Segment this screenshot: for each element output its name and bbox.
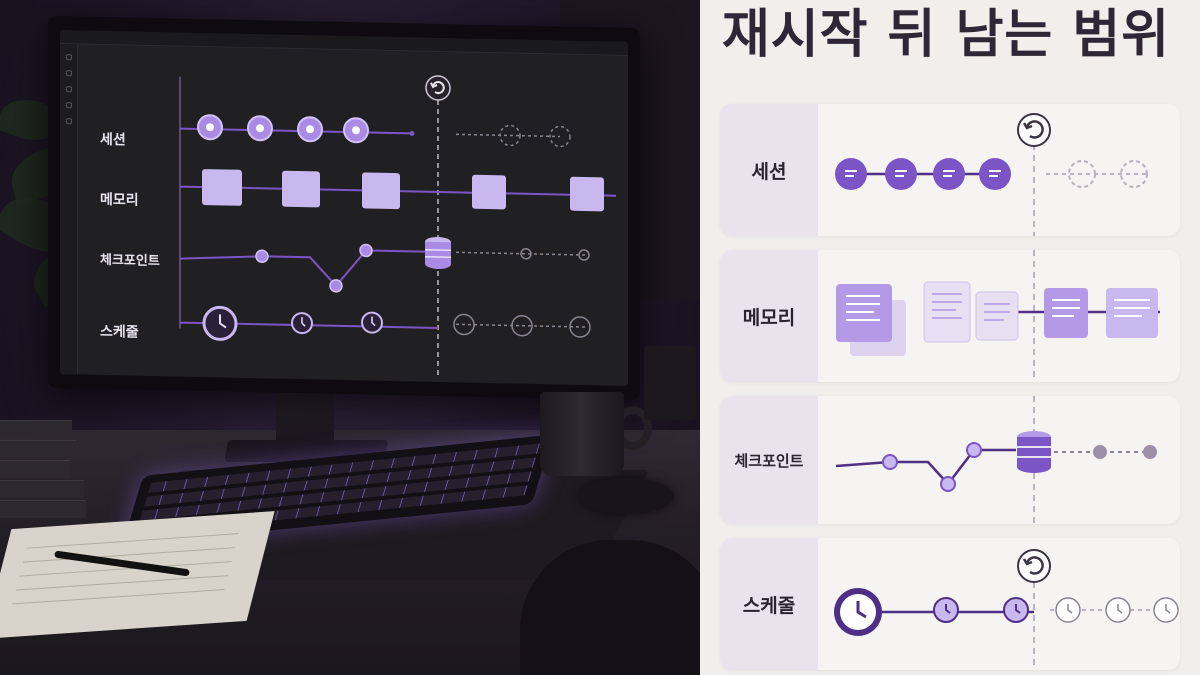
clock-icon [202,305,238,341]
chat-bubble-icon [885,158,917,190]
session-timeline [835,113,1150,236]
faded-chat-bubble-icon [1068,160,1096,188]
chat-bubble-icon [343,117,369,144]
faded-checkpoint [1143,445,1157,459]
faded-chat-bubble-icon [1120,160,1148,188]
clock-icon [834,588,882,636]
book-stack [0,420,92,530]
document-icon [570,176,604,212]
row-card-memory: 메모리 [720,250,1180,382]
database-icon [1017,431,1051,473]
desk-photo: 세션 메모리 체크포인트 스케줄 [0,0,700,675]
faded-clock-icon [511,314,533,337]
pen-holder [644,346,696,420]
faded-session-icon [499,124,521,147]
row-label-memory: 메모리 [720,250,818,382]
chair [520,540,700,675]
faded-clock-icon [1153,597,1179,623]
chat-bubble-icon [247,115,273,142]
clock-icon [361,311,383,334]
clock-icon [933,597,959,623]
restart-icon [425,75,451,101]
faded-session-icon [549,125,571,148]
row-card-checkpoint: 체크포인트 [720,396,1180,524]
database-icon [425,236,451,269]
document-icon [1106,288,1158,338]
faded-checkpoint [1093,445,1107,459]
infographic-title: 재시작 뒤 남는 범위 [722,5,1171,65]
mouse [578,478,674,514]
document-icon [202,169,242,206]
infographic-panel: 재시작 뒤 남는 범위 세션 메모리 [700,0,1200,675]
faded-clock-icon [1105,597,1131,623]
restart-icon [1017,549,1051,583]
chat-bubble-icon [979,158,1011,190]
row-label-session: 세션 [720,104,818,236]
notebook [0,511,275,639]
document-icon [362,172,400,210]
faded-clock-icon [569,316,591,338]
monitor-screen: 세션 메모리 체크포인트 스케줄 [60,30,628,386]
row-label-schedule: 스케줄 [720,538,818,670]
restart-icon [1017,113,1051,147]
document-icon [975,291,1019,341]
chat-bubble-icon [297,116,323,143]
chat-bubble-icon [197,114,223,141]
clock-icon [291,312,313,335]
faded-clock-icon [1055,597,1081,623]
row-label-checkpoint: 체크포인트 [720,396,818,524]
document-icon [472,174,506,210]
document-icon [1044,288,1088,338]
document-icon [282,170,320,208]
chat-bubble-icon [835,158,867,190]
row-card-schedule: 스케줄 [720,538,1180,670]
coffee-mug [540,392,624,476]
clock-icon [1003,597,1029,623]
chat-bubble-icon [933,158,965,190]
row-card-session: 세션 [720,104,1180,236]
memory-timeline [836,250,1160,382]
monitor-timeline [179,75,616,378]
document-icon [923,281,971,343]
schedule-timeline [834,549,1179,670]
monitor: 세션 메모리 체크포인트 스케줄 [48,15,640,401]
faded-clock-icon [453,313,475,336]
checkpoint-timeline [835,396,1157,524]
